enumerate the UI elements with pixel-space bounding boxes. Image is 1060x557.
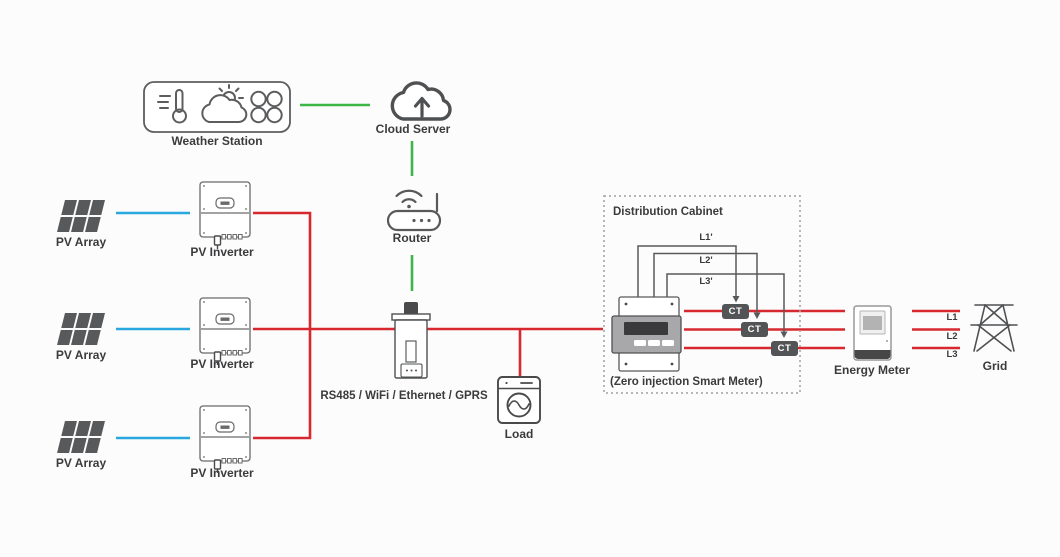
phase-label-l2: L2: [946, 330, 958, 342]
load-label: Load: [504, 427, 534, 441]
pv-inverter-icon-2: [199, 297, 251, 366]
pv-array-icon-3: [57, 421, 105, 453]
phase-label-l1: L1: [946, 312, 958, 323]
pv-array-label-1: PV Array: [55, 235, 107, 249]
grid-tower-icon: [970, 304, 1018, 352]
smart-meter-icon: [611, 296, 682, 372]
pv-inverter-icon-3: [199, 405, 251, 474]
ct-sense-wires: [637, 245, 788, 338]
router-label: Router: [392, 231, 432, 245]
pv-inverter-label-1: PV Inverter: [190, 245, 254, 259]
upload-arrow-icon: [413, 96, 431, 118]
ct-clamp-2: CT: [741, 322, 768, 337]
red-ac-lines: [253, 211, 960, 440]
pv-inverter-label-3: PV Inverter: [190, 466, 254, 480]
phase-label-l3: L3: [946, 349, 958, 360]
weather-station-icon: [143, 81, 291, 133]
pv-inverter-label-2: PV Inverter: [190, 357, 254, 371]
load-washer-icon: [497, 376, 541, 424]
router-icon: [386, 189, 442, 232]
line-label-l3-prime: L3': [699, 276, 713, 287]
pv-array-icon-1: [57, 200, 105, 232]
line-label-l1-prime: L1': [699, 232, 713, 243]
distribution-cabinet-title: Distribution Cabinet: [613, 206, 723, 218]
pv-array-label-2: PV Array: [55, 348, 107, 362]
weather-station-label: Weather Station: [171, 134, 263, 148]
energy-meter-icon: [853, 305, 892, 361]
cloud-server-icon: [390, 81, 452, 121]
grid-label: Grid: [982, 359, 1008, 373]
anemometer-icon: [250, 90, 283, 124]
pv-array-label-3: PV Array: [55, 456, 107, 470]
datalogger-icon: [391, 302, 431, 379]
green-comm-lines: [300, 103, 414, 291]
sun-cloud-icon: [201, 84, 248, 123]
datalogger-label: RS485 / WiFi / Ethernet / GPRS: [320, 390, 488, 402]
ct-clamp-1: CT: [722, 303, 749, 319]
ct-clamp-3: CT: [771, 341, 798, 356]
cloud-server-label: Cloud Server: [375, 122, 451, 136]
blue-dc-lines: [116, 211, 190, 440]
pv-inverter-icon-1: [199, 181, 251, 250]
zero-injection-caption: (Zero injection Smart Meter): [610, 376, 763, 388]
energy-meter-label: Energy Meter: [833, 363, 911, 377]
thermometer-icon: [157, 89, 187, 124]
line-label-l2-prime: L2': [699, 255, 713, 266]
distribution-cabinet-box: [603, 195, 801, 394]
pv-array-icon-2: [57, 313, 105, 345]
